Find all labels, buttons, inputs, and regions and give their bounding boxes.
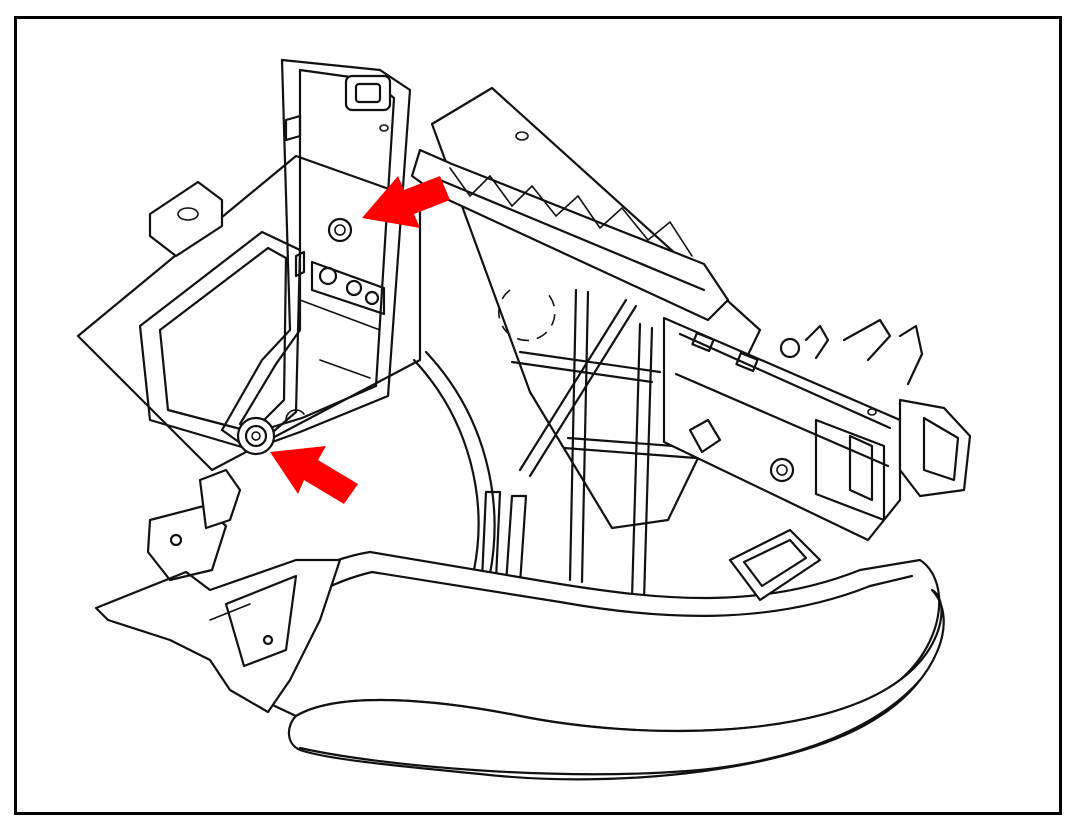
vertical-bracket xyxy=(220,58,412,456)
arrow-up-left-icon xyxy=(270,446,358,504)
left-housing xyxy=(76,154,422,472)
arrow-left-down-icon xyxy=(362,176,450,228)
left-flange xyxy=(94,468,342,714)
shell-tray xyxy=(224,528,941,733)
arch-rib xyxy=(412,350,496,576)
lower-pad xyxy=(287,588,945,781)
right-mechanism xyxy=(662,316,972,542)
truss-strut xyxy=(410,148,730,322)
